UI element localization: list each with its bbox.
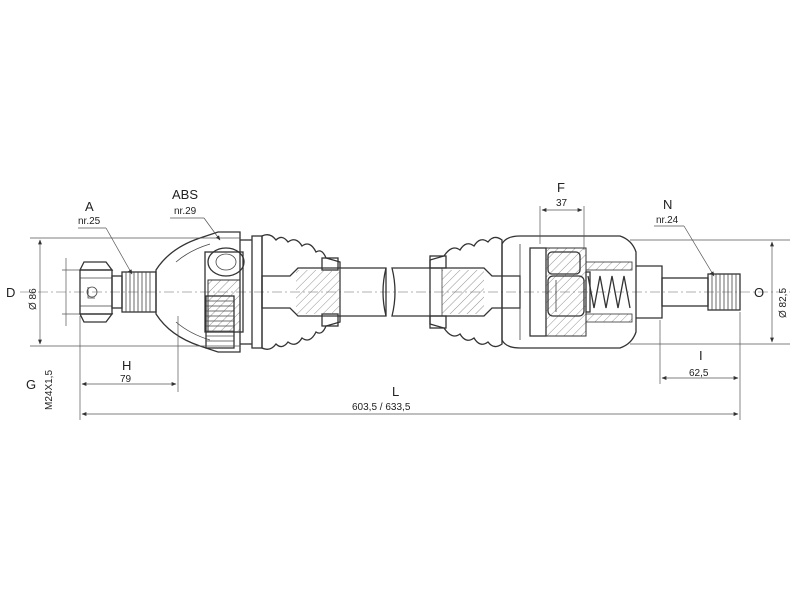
- label-d-value: Ø 86: [28, 288, 39, 310]
- label-n-note: nr.24: [656, 215, 679, 226]
- label-o: O: [754, 285, 764, 300]
- label-h-value: 79: [120, 374, 132, 385]
- label-i-value: 62,5: [689, 368, 709, 379]
- inner-tripod-joint: [501, 235, 663, 349]
- label-g: G: [26, 377, 36, 392]
- right-stub: [661, 273, 741, 311]
- label-l-value: 603,5 / 633,5: [352, 402, 411, 413]
- outer-cv-joint: [155, 231, 263, 353]
- shaft-left: [261, 267, 387, 317]
- label-i: I: [699, 348, 703, 363]
- label-n: N: [663, 197, 672, 212]
- right-boot: [429, 236, 503, 348]
- abs-ring: [205, 295, 235, 349]
- label-h: H: [122, 358, 131, 373]
- label-l: L: [392, 384, 399, 399]
- label-abs: ABS: [172, 187, 198, 202]
- label-abs-note: nr.29: [174, 206, 197, 217]
- label-o-value: Ø 82,5: [778, 288, 789, 318]
- dimension-lines: [30, 206, 790, 420]
- label-f: F: [557, 180, 565, 195]
- label-d: D: [6, 285, 15, 300]
- label-a: A: [85, 199, 94, 214]
- label-g-value: M24X1,5: [44, 370, 55, 410]
- shaft-right: [391, 267, 521, 317]
- label-a-note: nr.25: [78, 216, 101, 227]
- label-f-value: 37: [556, 198, 568, 209]
